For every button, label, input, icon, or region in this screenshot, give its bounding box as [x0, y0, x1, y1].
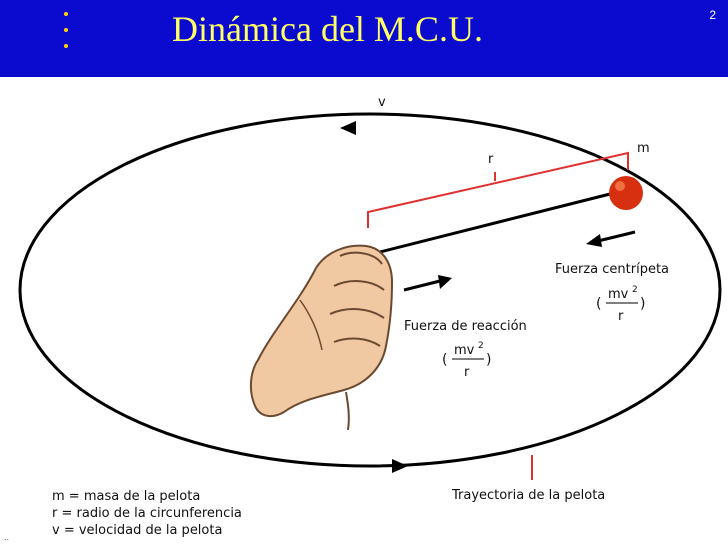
- velocity-arrow-top: [340, 121, 356, 135]
- slide-title: Dinámica del M.C.U.: [172, 9, 483, 49]
- velocity-arrow-bottom: [392, 459, 408, 473]
- bullet-dot: [64, 12, 68, 16]
- legend: m = masa de la pelota r = radio de la ci…: [52, 488, 242, 539]
- corner-mark: ..: [4, 532, 10, 542]
- radius-label: r: [488, 152, 494, 167]
- diagram-canvas: v r m Fuerza centrípeta ( mv 2 r ) Fuerz…: [18, 95, 722, 480]
- formula-denominator: r: [618, 309, 624, 324]
- bullet-dot: [64, 28, 68, 32]
- legend-item-velocity: v = velocidad de la pelota: [52, 523, 223, 538]
- formula-numerator: mv: [454, 343, 475, 358]
- formula-paren-close: ): [640, 296, 645, 312]
- formula-exponent: 2: [632, 285, 638, 295]
- formula-exponent: 2: [478, 341, 484, 351]
- centripetal-arrow-head: [586, 234, 602, 247]
- reaction-label: Fuerza de reacción: [404, 319, 527, 334]
- ball: [609, 176, 643, 210]
- fist-illustration: [250, 244, 394, 431]
- legend-item-radius: r = radio de la circunferencia: [52, 506, 242, 521]
- centripetal-arrow-shaft: [597, 230, 636, 243]
- orbit-ellipse: [18, 112, 722, 468]
- bullet-dot: [64, 44, 68, 48]
- formula-numerator: mv: [608, 287, 629, 302]
- radius-bracket: [367, 151, 629, 228]
- formula-denominator: r: [464, 365, 470, 380]
- formula-paren-open: (: [596, 296, 601, 312]
- trajectory-label: Trayectoria de la pelota: [452, 488, 606, 503]
- slide-header-rule: [62, 74, 728, 77]
- legend-item-mass: m = masa de la pelota: [52, 489, 201, 504]
- centripetal-label: Fuerza centrípeta: [555, 262, 669, 277]
- formula-paren-close: ): [486, 352, 491, 368]
- velocity-label: v: [378, 95, 386, 110]
- string-line: [379, 191, 615, 254]
- slide-number: 2: [709, 8, 716, 22]
- mass-label: m: [637, 141, 650, 156]
- reaction-arrow-shaft: [403, 279, 441, 292]
- slide-header-bar: [0, 0, 728, 74]
- reaction-arrow-head: [438, 275, 452, 289]
- ball-highlight: [615, 181, 625, 191]
- formula-paren-open: (: [442, 352, 447, 368]
- slide-header-sidebar: [0, 0, 62, 77]
